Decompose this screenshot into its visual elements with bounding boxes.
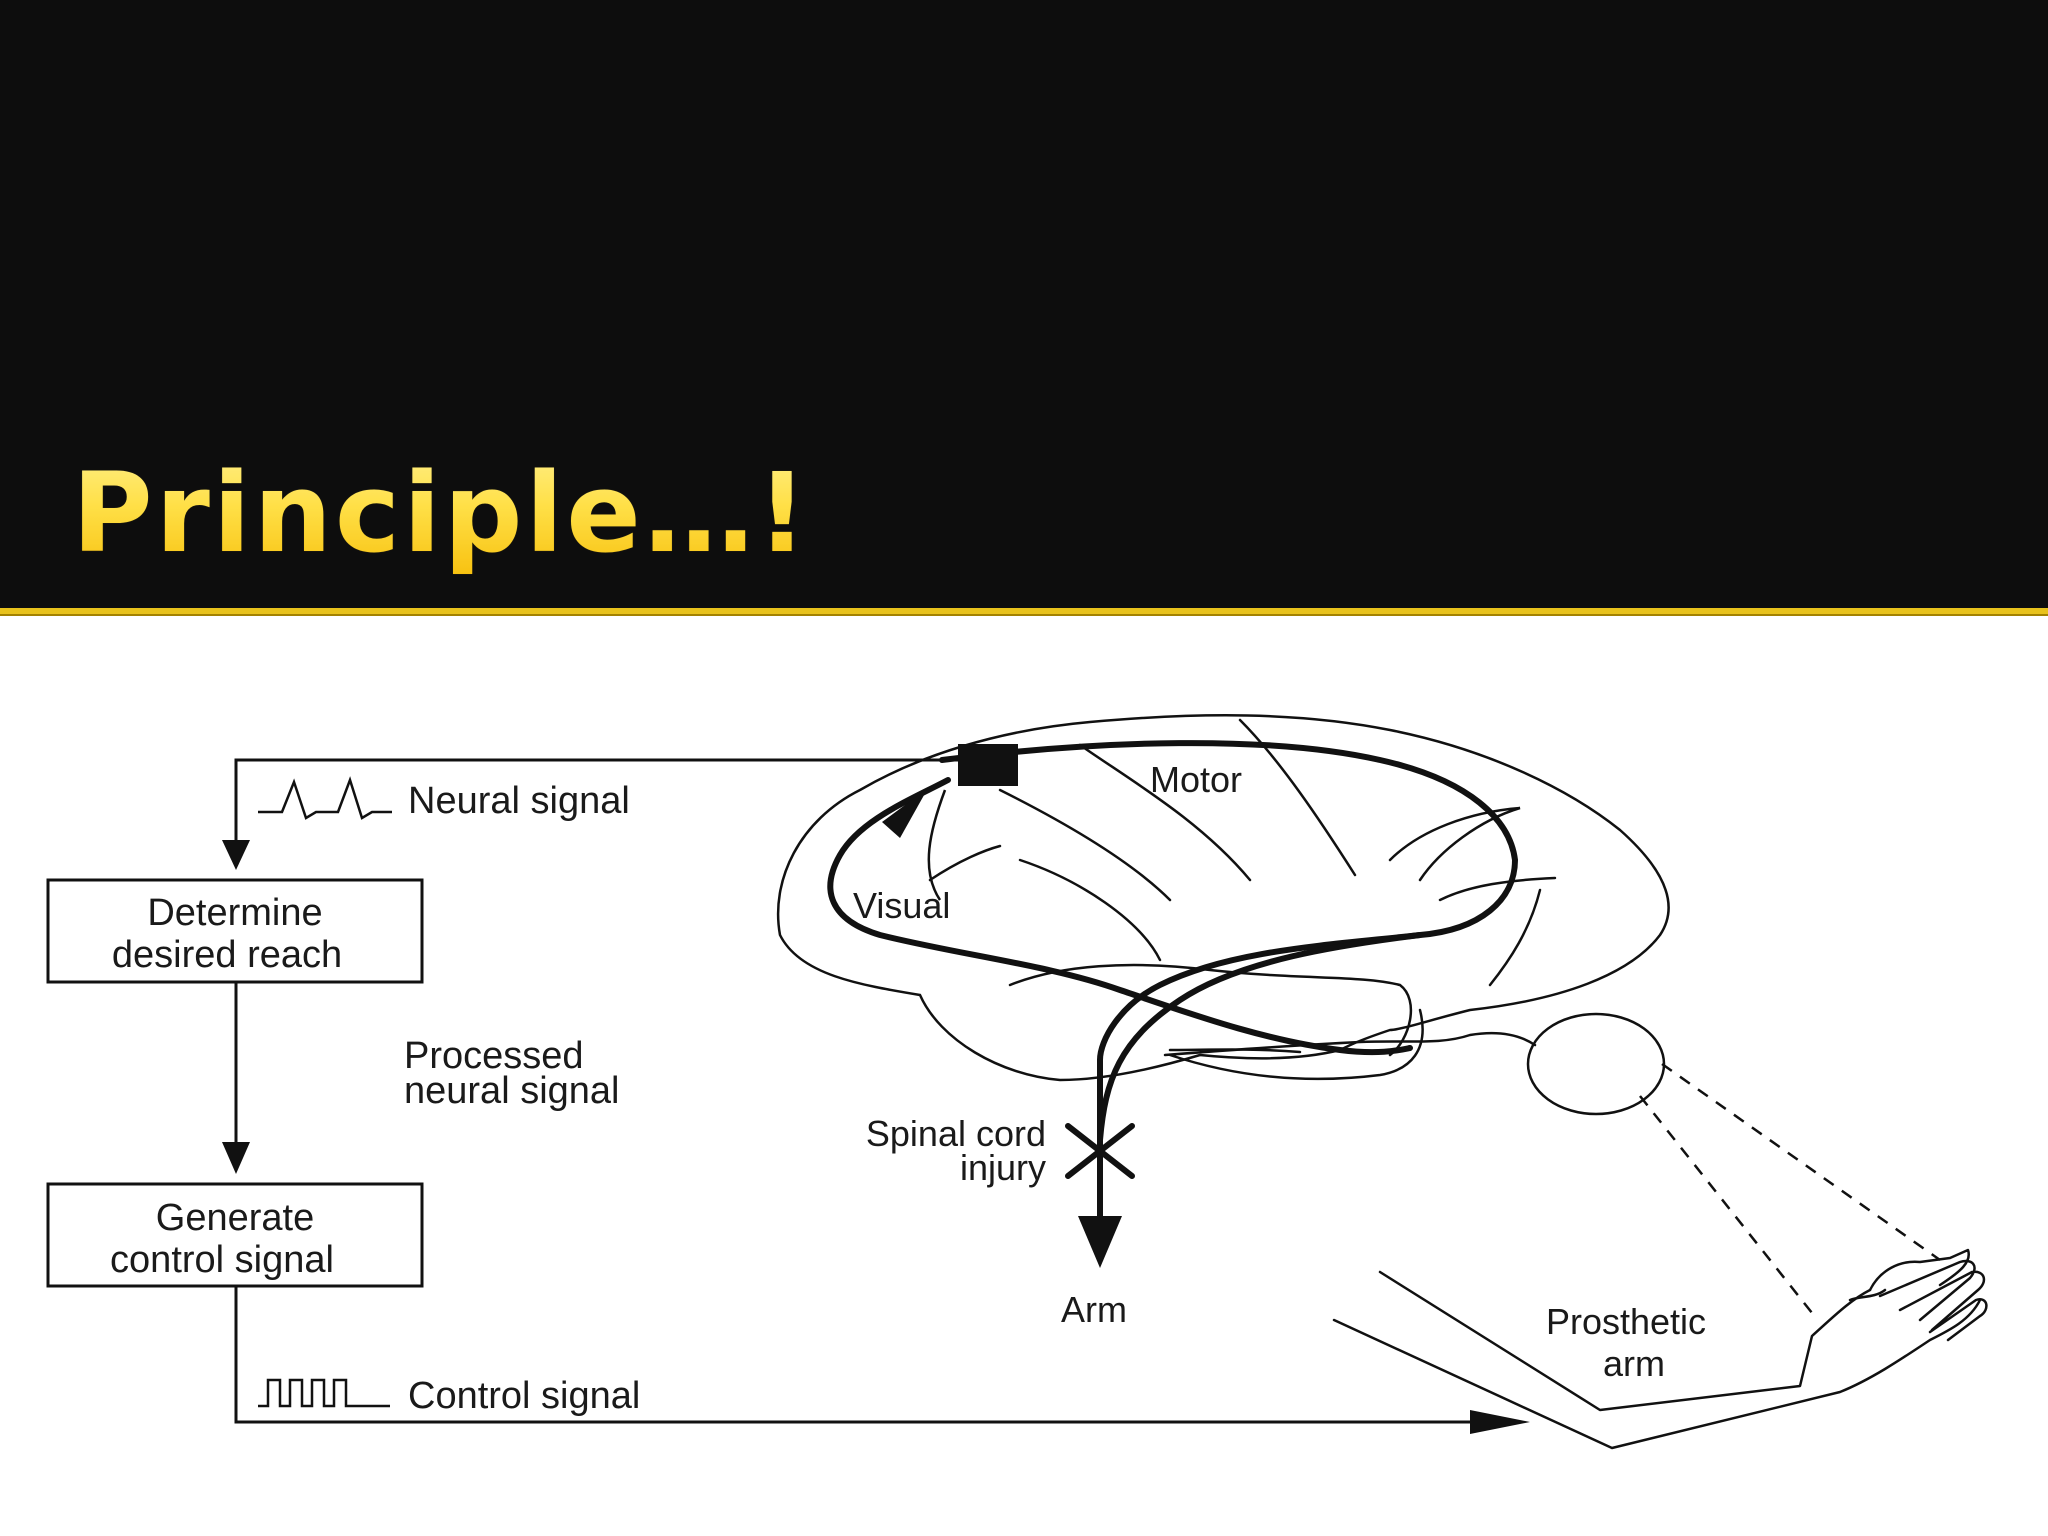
- control-square-wave-icon: [258, 1378, 390, 1408]
- temporal-lobe-outline: [1008, 963, 1413, 1057]
- processed-signal-arrowhead: [222, 1142, 250, 1174]
- injury-label-line1: Spinal cord: [866, 1113, 1046, 1154]
- sulcus-1: [1078, 743, 1252, 882]
- visual-pathway-arrowhead: [882, 788, 928, 838]
- slide-header: Principle…!: [0, 0, 2048, 608]
- slide-title: Principle…!: [72, 449, 811, 577]
- arm-upper-edge: [1378, 1270, 1872, 1412]
- lower-brain-fold: [1168, 1008, 1424, 1081]
- generate-label-line2: control signal: [110, 1239, 334, 1281]
- hand-fingers-icon: [1848, 1248, 1988, 1342]
- bci-diagram: Neural signal Determine desired reach Pr…: [46, 714, 1988, 1450]
- flow-chart: [46, 758, 1530, 1434]
- sulcus-6: [1488, 888, 1542, 987]
- control-signal-arrowhead: [1470, 1410, 1530, 1434]
- arm-lower-edge: [1332, 1298, 1982, 1450]
- visual-pointer-line: [927, 789, 947, 901]
- neural-signal-line: [234, 758, 960, 858]
- sulcus-2: [998, 788, 1172, 902]
- processed-label-line1: Processed: [404, 1035, 584, 1077]
- sulcus-7: [928, 844, 1002, 882]
- determine-label-line1: Determine: [147, 892, 322, 934]
- prosthetic-arm-illustration: [1332, 1248, 1988, 1450]
- sulcus-4: [1388, 806, 1521, 882]
- arm-arrowhead: [1078, 1216, 1122, 1268]
- neural-spike-waveform-icon: [258, 776, 392, 820]
- processed-label-line2: neural signal: [404, 1070, 619, 1112]
- prosthetic-label-line1: Prosthetic: [1546, 1301, 1706, 1342]
- neural-signal-arrowhead: [222, 840, 250, 870]
- visual-label: Visual: [853, 885, 950, 926]
- generate-label-line1: Generate: [156, 1197, 314, 1239]
- injury-label-line2: injury: [960, 1147, 1046, 1188]
- prosthetic-label-line2: arm: [1603, 1343, 1665, 1384]
- sulcus-5: [1438, 876, 1557, 902]
- visual-loop-pathway: [827, 777, 1413, 1056]
- electrode-implant: [958, 744, 1018, 786]
- motor-label: Motor: [1150, 759, 1242, 800]
- control-signal-label: Control signal: [408, 1375, 640, 1417]
- brain-outline: [776, 714, 1670, 1082]
- central-sulcus: [1238, 718, 1357, 877]
- control-signal-line: [234, 1286, 1500, 1424]
- sulcus-3: [1018, 858, 1162, 962]
- arm-label: Arm: [1061, 1289, 1127, 1330]
- gaze-lines: [1639, 1062, 1941, 1319]
- sulcus-8: [1168, 1048, 1302, 1054]
- neural-signal-label: Neural signal: [408, 780, 630, 822]
- determine-label-line2: desired reach: [112, 934, 342, 976]
- visual-to-motor-pathway: [939, 740, 1519, 1063]
- header-divider: [0, 608, 2048, 616]
- spinal-injury-cross-icon: [1065, 1123, 1135, 1179]
- motor-to-spinal-pathway: [1097, 932, 1423, 1143]
